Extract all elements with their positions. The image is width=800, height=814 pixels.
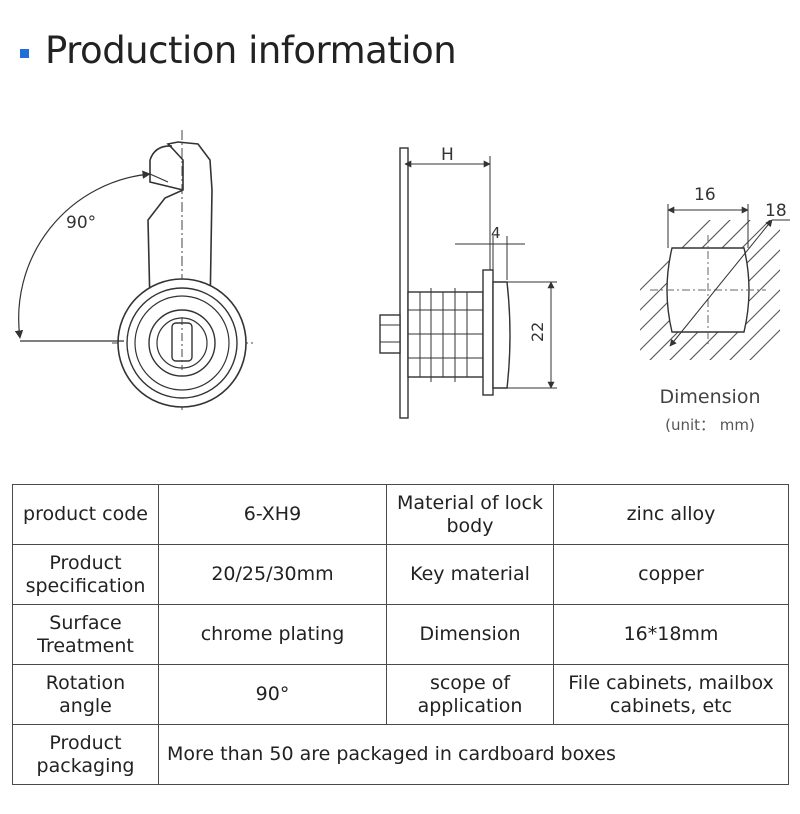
spec-value: 6-XH9 — [158, 484, 387, 545]
spec-value: 20/25/30mm — [158, 544, 387, 605]
spec-value: More than 50 are packaged in cardboard b… — [158, 724, 789, 785]
height-label: 22 — [528, 322, 547, 342]
spec-label: Product specification — [12, 544, 159, 605]
table-row: product code 6-XH9 Material of lock body… — [12, 484, 789, 545]
h-label: H — [441, 145, 454, 165]
spec-value: 16*18mm — [553, 604, 789, 665]
side-view-drawing: H 4 22 — [379, 145, 557, 419]
front-view-drawing: 90° — [14, 130, 254, 412]
dimension-caption: Dimension (unit： mm) — [620, 386, 800, 435]
spec-label: Product packaging — [12, 724, 159, 785]
title-bullet-icon — [20, 48, 29, 58]
spec-label: scope of application — [386, 664, 554, 725]
diameter-label: 18 — [765, 201, 787, 221]
table-row: Rotation angle 90° scope of application … — [12, 664, 789, 725]
table-row: Product packaging More than 50 are packa… — [12, 724, 789, 785]
dimension-caption-title: Dimension — [659, 386, 761, 408]
spec-value: File cabinets, mailbox cabinets, etc — [553, 664, 789, 725]
spec-label: Surface Treatment — [12, 604, 159, 665]
spec-label: product code — [12, 484, 159, 545]
spec-label: Dimension — [386, 604, 554, 665]
cutout-view-drawing: 16 18 — [640, 185, 790, 360]
dimension-caption-unit: (unit： mm) — [665, 416, 755, 434]
spec-table: product code 6-XH9 Material of lock body… — [12, 484, 789, 785]
width-label: 16 — [694, 185, 716, 205]
section-header: Production information — [20, 20, 457, 80]
spec-label: Rotation angle — [12, 664, 159, 725]
table-row: Product specification 20/25/30mm Key mat… — [12, 544, 789, 605]
table-row: Surface Treatment chrome plating Dimensi… — [12, 604, 789, 665]
spec-value: 90° — [158, 664, 387, 725]
spec-value: zinc alloy — [553, 484, 789, 545]
technical-drawings: 90° H — [0, 120, 800, 460]
spec-value: chrome plating — [158, 604, 387, 665]
thickness-label: 4 — [491, 224, 501, 242]
spec-value: copper — [553, 544, 789, 605]
spec-label: Key material — [386, 544, 554, 605]
angle-label: 90° — [66, 213, 96, 233]
spec-label: Material of lock body — [386, 484, 554, 545]
page-title: Production information — [45, 28, 457, 72]
